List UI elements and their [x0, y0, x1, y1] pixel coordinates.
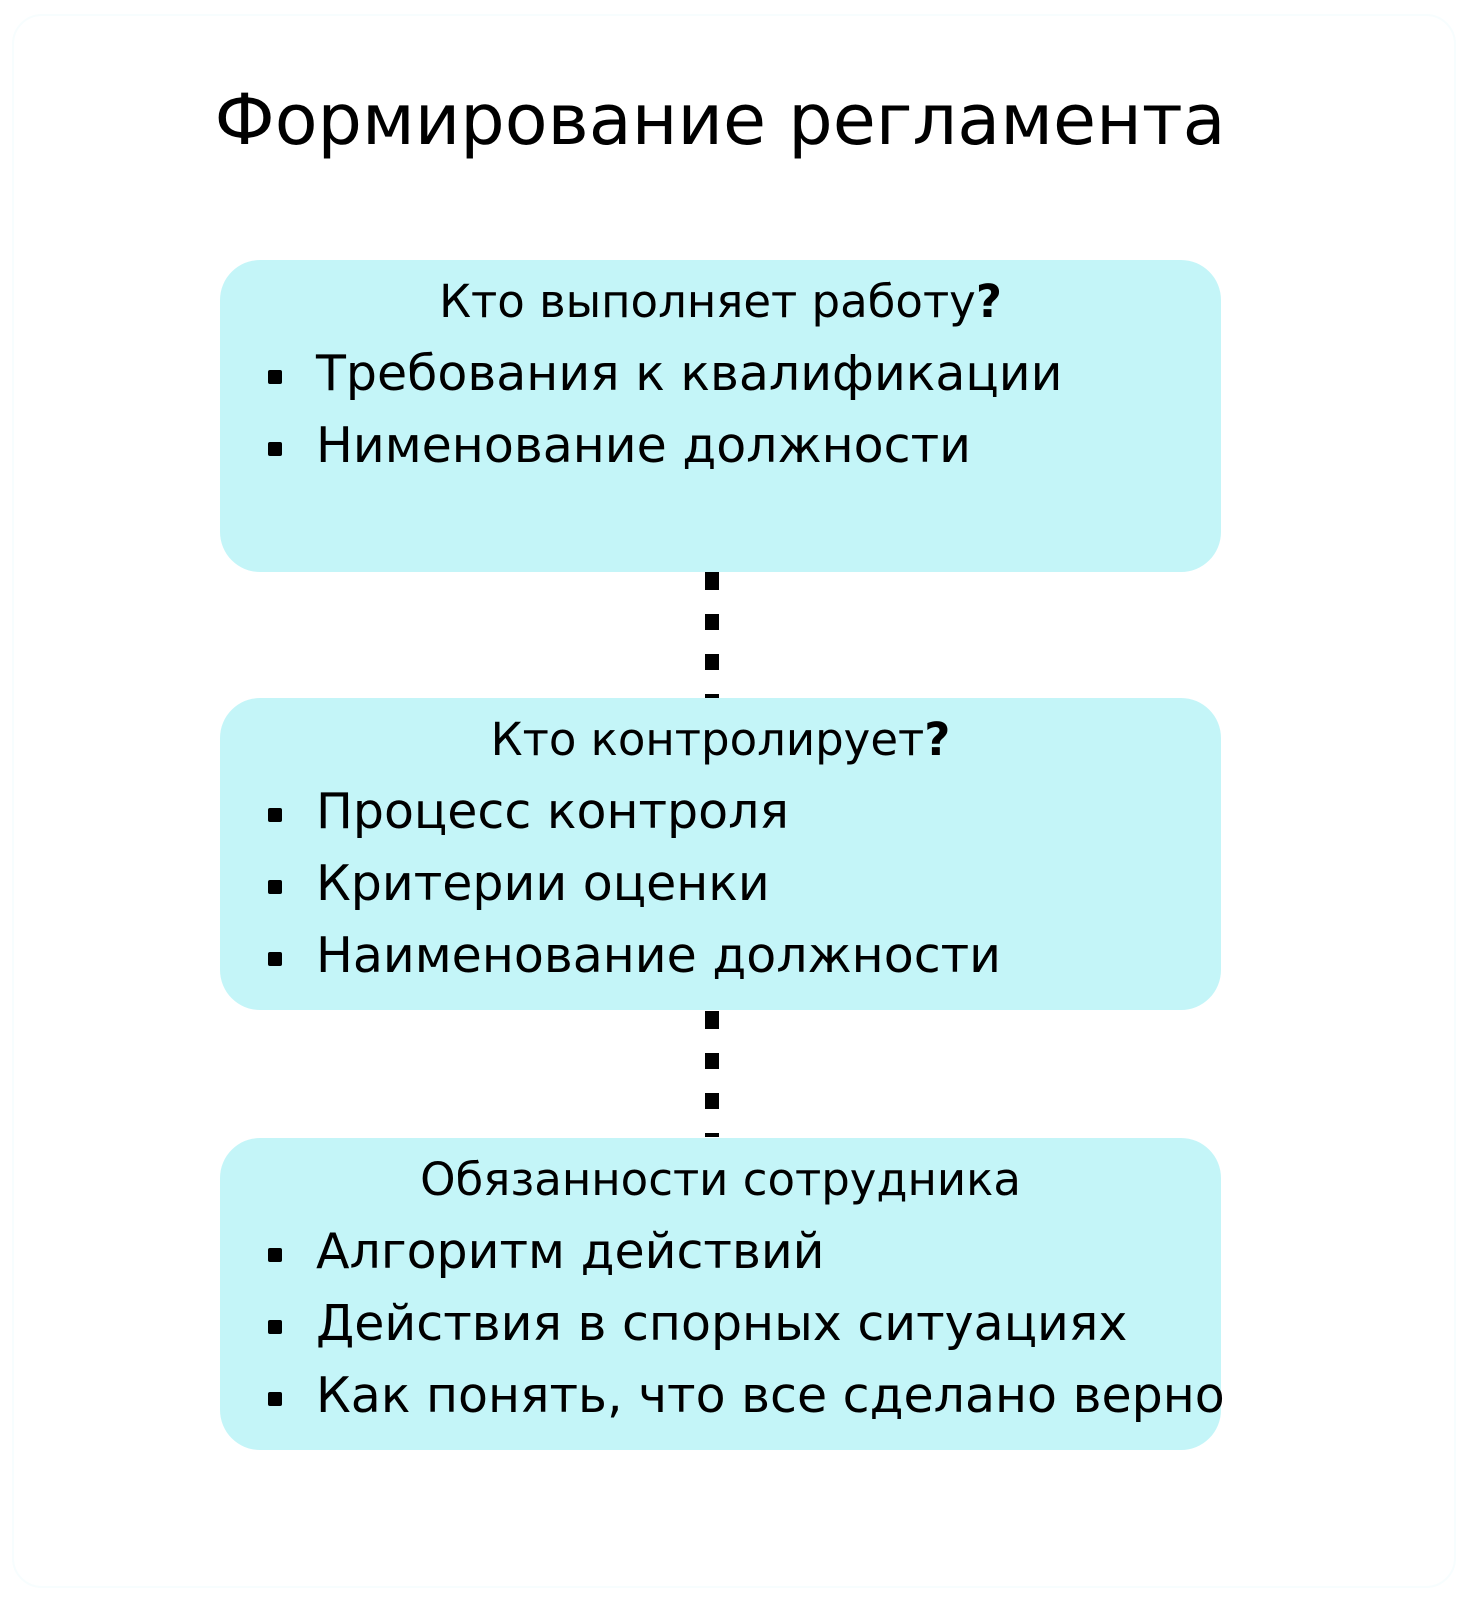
diagram-title: Формирование регламента — [214, 79, 1226, 161]
list-item: Процесс контроля — [268, 776, 1221, 848]
page-frame — [12, 14, 1456, 1588]
list-item: Нименование должности — [268, 410, 1221, 482]
list-item: Требования к квалификации — [268, 338, 1221, 410]
box-heading: Обязанности сотрудника — [420, 1153, 1021, 1206]
list-item: Алгоритм действий — [268, 1216, 1221, 1288]
list-item: Действия в спорных ситуациях — [268, 1288, 1221, 1360]
dashed-connector — [705, 1011, 719, 1137]
list-item: Как понять, что все сделано верно — [268, 1360, 1225, 1432]
dashed-connector — [705, 572, 719, 698]
box-heading: Кто контролирует? — [490, 713, 951, 766]
box-controller: Кто контролирует? Процесс контроля Крите… — [220, 698, 1221, 1010]
box-duties: Обязанности сотрудника Алгоритм действий… — [220, 1138, 1225, 1450]
box-heading: Кто выполняет работу? — [439, 275, 1002, 328]
list-item: Критерии оценки — [268, 848, 1221, 920]
list-item: Наименование должности — [268, 920, 1221, 992]
box-performer: Кто выполняет работу? Требования к квали… — [220, 260, 1221, 572]
